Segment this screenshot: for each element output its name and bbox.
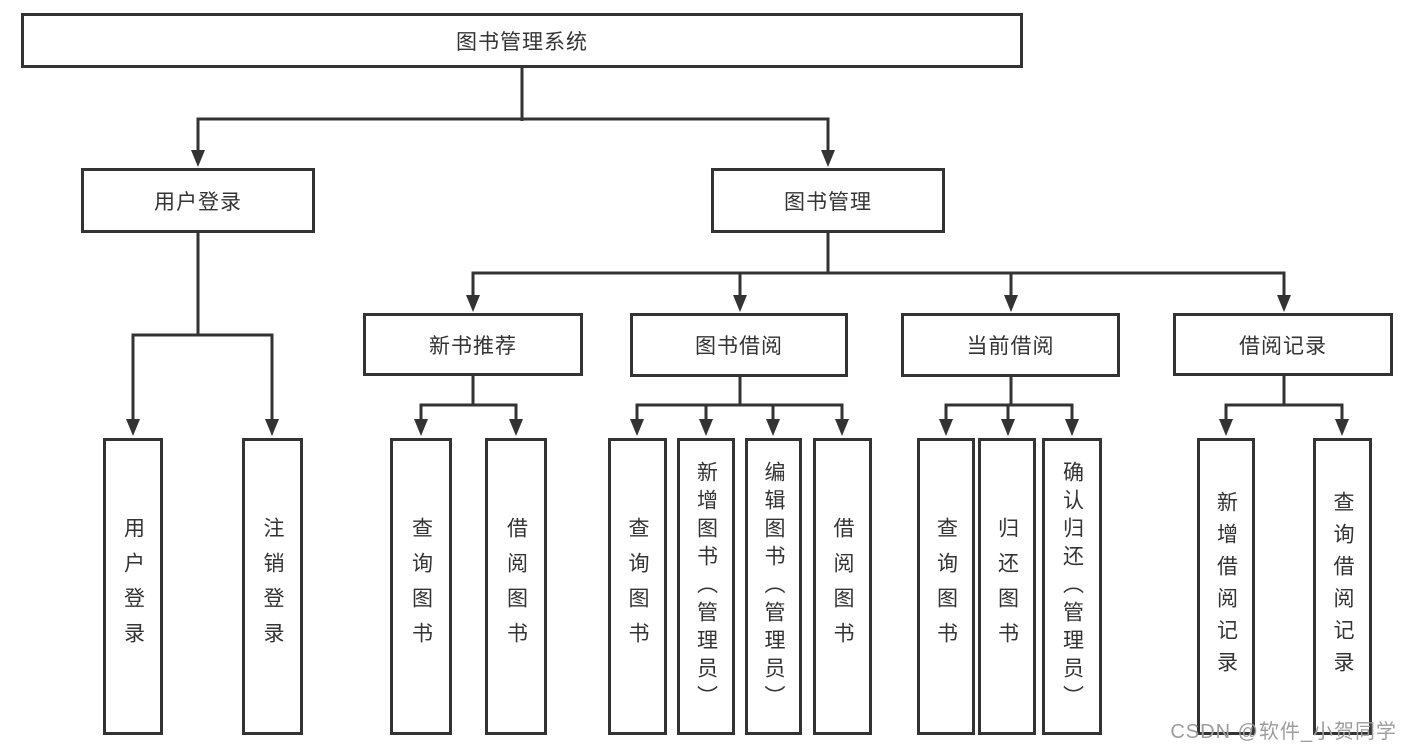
leaf-add-borrow-record: 新增借阅记录 [1197,438,1255,735]
node-current-borrowing: 当前借阅 [901,313,1120,377]
leaf-confirm-return-admin: 确认归还（管理员） [1042,438,1102,735]
node-user-login: 用户登录 [81,168,315,233]
leaf-borrow-books-recommend: 借阅图书 [485,438,547,735]
arrowhead [1065,419,1079,436]
arrowhead [630,419,644,436]
arrowhead [1277,295,1291,312]
leaf-return-books: 归还图书 [978,438,1036,735]
arrowhead [733,295,747,312]
watermark: CSDN @软件_小贺同学 [1170,721,1397,743]
leaf-query-books-borrowing: 查询图书 [608,438,667,735]
leaf-query-books-current: 查询图书 [917,438,975,735]
leaf-edit-books-admin: 编辑图书（管理员） [745,438,802,735]
arrowhead [939,419,953,436]
arrowhead [1335,419,1349,436]
arrowhead [191,150,205,167]
leaf-query-borrow-record: 查询借阅记录 [1313,438,1372,735]
connector-new-book-branch [419,403,518,420]
connector-user-login-branch [131,333,274,420]
node-root-system: 图书管理系统 [21,13,1023,68]
leaf-borrow-books-borrowing: 借阅图书 [813,438,872,735]
connector-borrow-record-branch [1224,403,1344,420]
connector-book-borrow-branch [635,403,844,420]
leaf-logout: 注销登录 [242,438,303,735]
leaf-user-login: 用户登录 [103,438,163,735]
node-borrowing-records: 借阅记录 [1173,313,1393,376]
leaf-add-books-admin: 新增图书（管理员） [677,438,735,735]
arrowhead [1219,419,1233,436]
arrowhead [509,419,523,436]
leaf-query-books-recommend: 查询图书 [390,438,452,735]
node-book-management: 图书管理 [711,168,945,233]
connector-book-mgmt-branch [471,271,1286,296]
arrowhead [821,150,835,167]
arrowhead [1001,419,1015,436]
node-new-book-recommend: 新书推荐 [363,313,583,376]
arrowhead [766,419,780,436]
arrowhead [265,419,279,436]
arrowhead [126,419,140,436]
arrowhead [414,419,428,436]
arrowhead [699,419,713,436]
arrowhead [466,295,480,312]
arrowhead [835,419,849,436]
arrowhead [1004,295,1018,312]
node-book-borrowing: 图书借阅 [630,313,848,377]
connector-root-branch [196,117,830,151]
